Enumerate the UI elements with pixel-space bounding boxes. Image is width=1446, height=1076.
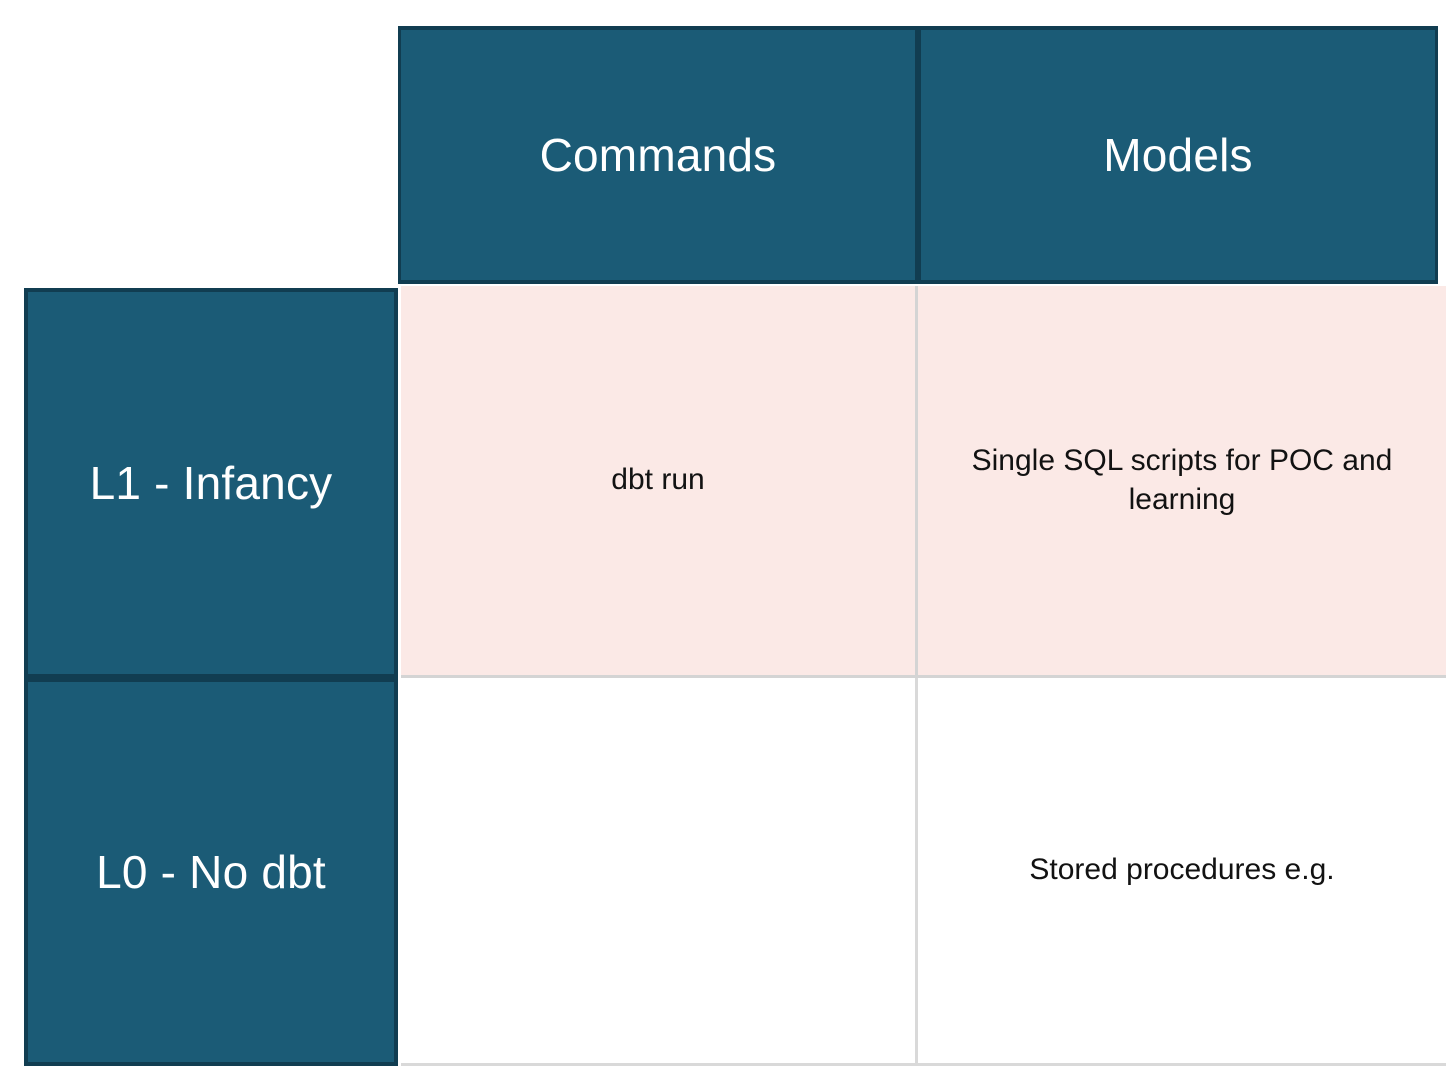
cell-l1-models-text: Single SQL scripts for POC and learning (971, 444, 1393, 516)
column-header-models-label: Models (1103, 129, 1253, 181)
column-header-models: Models (918, 26, 1438, 284)
row-header-l1-label: L1 - Infancy (89, 457, 333, 509)
cell-l1-commands: dbt run (401, 286, 918, 678)
row-header-l0-label: L0 - No dbt (96, 846, 326, 898)
row-header-l0: L0 - No dbt (24, 678, 398, 1066)
cell-l0-models-text: Stored procedures e.g. (1029, 853, 1335, 887)
column-header-commands: Commands (398, 26, 918, 284)
row-header-l1: L1 - Infancy (24, 288, 398, 678)
cell-l1-models: Single SQL scripts for POC and learning (918, 286, 1446, 678)
column-header-commands-label: Commands (539, 129, 777, 181)
cell-l1-commands-text: dbt run (611, 463, 705, 497)
cell-l0-models: Stored procedures e.g. (918, 678, 1446, 1066)
cell-l0-commands (401, 678, 918, 1066)
